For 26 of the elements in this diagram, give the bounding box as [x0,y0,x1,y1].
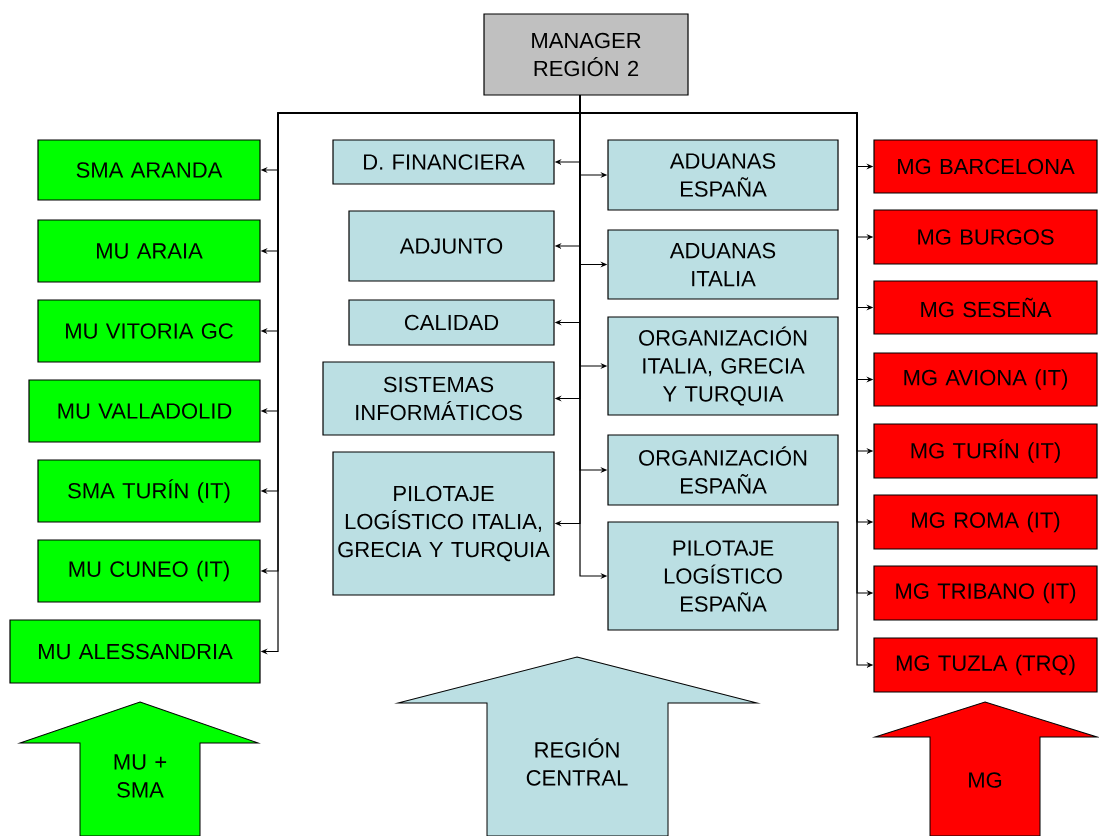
org-box: SMA TURÍN (IT) [37,459,261,523]
org-box: MG TURÍN (IT) [873,423,1098,479]
org-box: ADUANAS ESPAÑA [607,139,839,211]
org-box: MU VALLADOLID [28,379,261,443]
org-box: ADJUNTO [348,210,555,282]
org-box: MG SESEÑA [873,280,1098,335]
org-box: SISTEMAS INFORMÁTICOS [322,361,555,436]
org-box: MU VITORIA GC [37,299,261,363]
org-box: MG AVIONA (IT) [873,352,1098,407]
org-box: ADUANAS ITALIA [607,229,839,300]
org-box: PILOTAJE LOGÍSTICO ESPAÑA [607,521,839,631]
org-box: CALIDAD [348,299,555,346]
org-box: MG TRIBANO (IT) [873,565,1098,621]
org-box: D. FINANCIERA [332,139,555,185]
org-box: MU ARAIA [37,219,261,283]
org-box: MG TUZLA (TRQ) [873,637,1098,693]
org-box: MG BARCELONA [873,139,1098,194]
org-box: PILOTAJE LOGÍSTICO ITALIA, GRECIA Y TURQUIA [332,451,555,596]
org-box: ORGANIZACIÓN ITALIA, GRECIA Y TURQUIA [607,316,839,416]
org-box: ORGANIZACIÓN ESPAÑA [607,434,839,506]
manager-box: MANAGER REGIÓN 2 [483,13,689,96]
org-box: MU CUNEO (IT) [37,539,261,603]
org-box: MG BURGOS [873,209,1098,265]
org-box: MU ALESSANDRIA [9,619,261,684]
org-box: SMA ARANDA [37,139,261,201]
org-box: MG ROMA (IT) [873,494,1098,550]
